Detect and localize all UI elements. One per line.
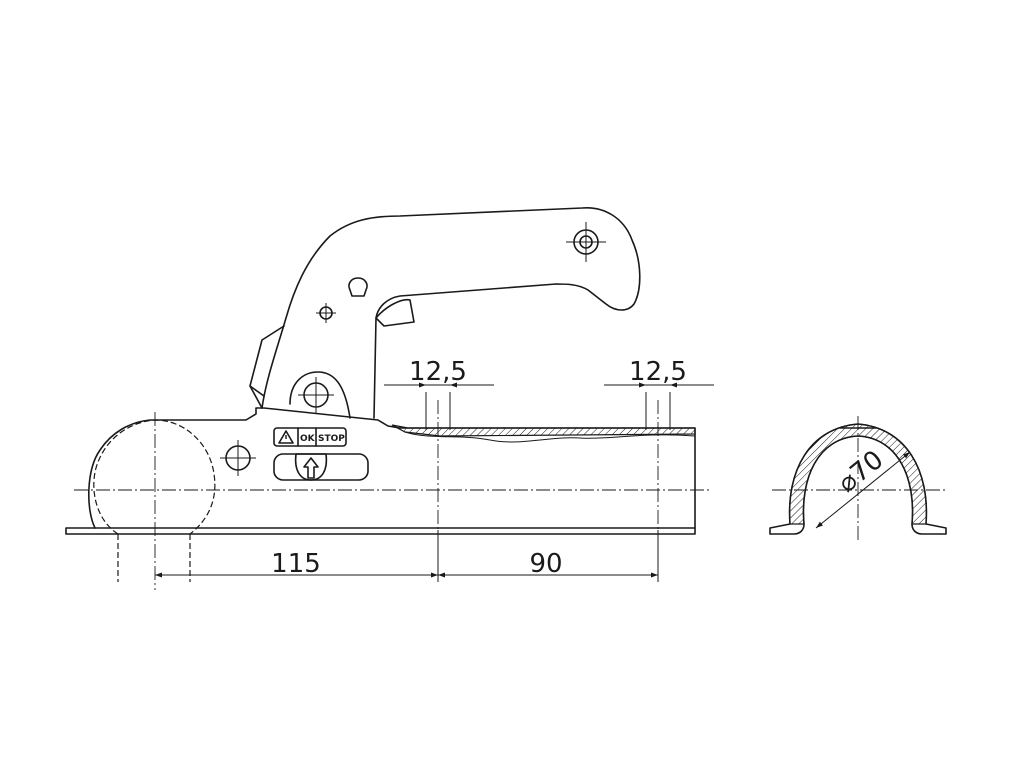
lever-pivot-hole: [298, 377, 334, 413]
lever-handle: [261, 207, 641, 419]
tube-cross-section: ⌀70: [769, 416, 947, 540]
latch-tab: [375, 298, 415, 327]
keyhole: [348, 277, 368, 297]
dimension-lines: 115 90 12,5 12,5: [155, 357, 714, 582]
up-arrow-icon: [303, 457, 319, 479]
stop-label: STOP: [318, 434, 345, 444]
break-line: [404, 431, 696, 443]
dim-12-5-left-text: 12,5: [409, 357, 467, 387]
diameter-dim-line: [815, 451, 911, 529]
ok-label: OK: [300, 434, 316, 444]
indicator-slot: [273, 453, 369, 481]
warning-triangle-icon: [278, 430, 294, 444]
dim-90-text: 90: [529, 549, 562, 579]
tube-wall-section: [391, 424, 696, 437]
base-plate: [65, 527, 696, 535]
profile-wall-hatch: [788, 423, 928, 525]
diameter-text: ⌀70: [833, 445, 890, 499]
safety-flap: [249, 325, 285, 409]
handle-pivot-hole: [566, 222, 606, 262]
dim-12-5-right-text: 12,5: [629, 357, 687, 387]
indicator-label-panel: OK STOP: [273, 427, 347, 447]
small-pivot-hole: [316, 303, 336, 323]
side-view: OK STOP: [65, 207, 712, 590]
dim-115-text: 115: [271, 549, 321, 579]
housing-bolt-hole: [220, 440, 256, 476]
